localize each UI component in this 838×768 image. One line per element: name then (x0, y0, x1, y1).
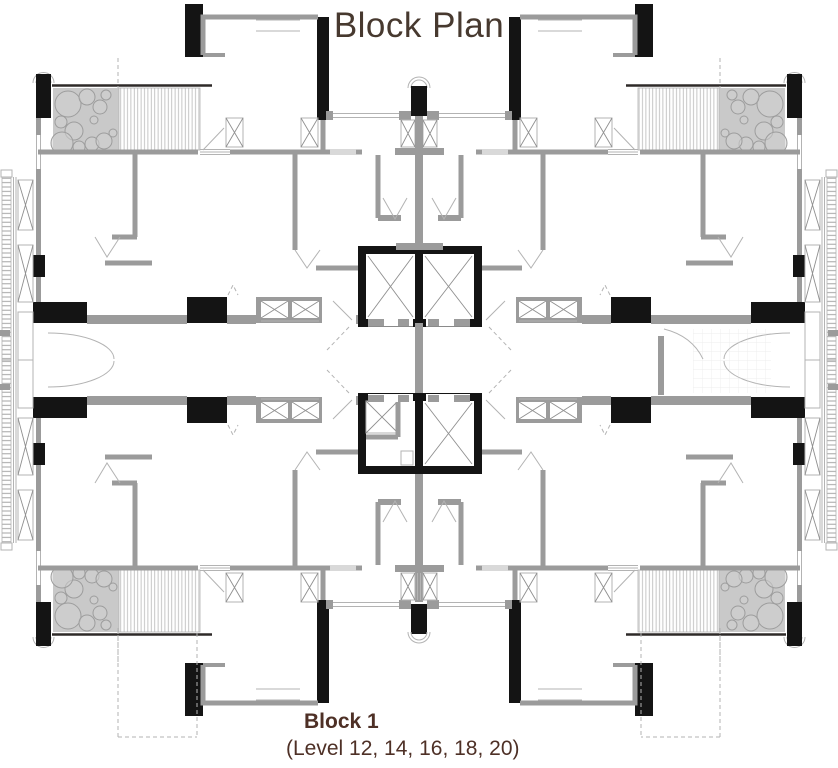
spine-wall (415, 470, 423, 602)
centre-column (411, 604, 427, 634)
level-label: (Level 12, 14, 16, 18, 20) (286, 737, 520, 760)
spine-wall (415, 116, 423, 250)
spine-wall (415, 323, 423, 397)
centre-column (411, 86, 427, 116)
door-swing (326, 326, 512, 394)
lift-core-bottom (358, 393, 482, 474)
door-swing (663, 328, 704, 360)
plan-caption: Block 1 (Level 12, 14, 16, 18, 20) (286, 708, 520, 762)
page-title: Block Plan (333, 6, 505, 45)
stair-texture (693, 329, 771, 393)
projection-line (640, 628, 721, 738)
block-label: Block 1 (304, 710, 379, 733)
plan-centre (117, 76, 771, 738)
projection-line (117, 628, 198, 738)
lift-core-top (358, 243, 482, 327)
